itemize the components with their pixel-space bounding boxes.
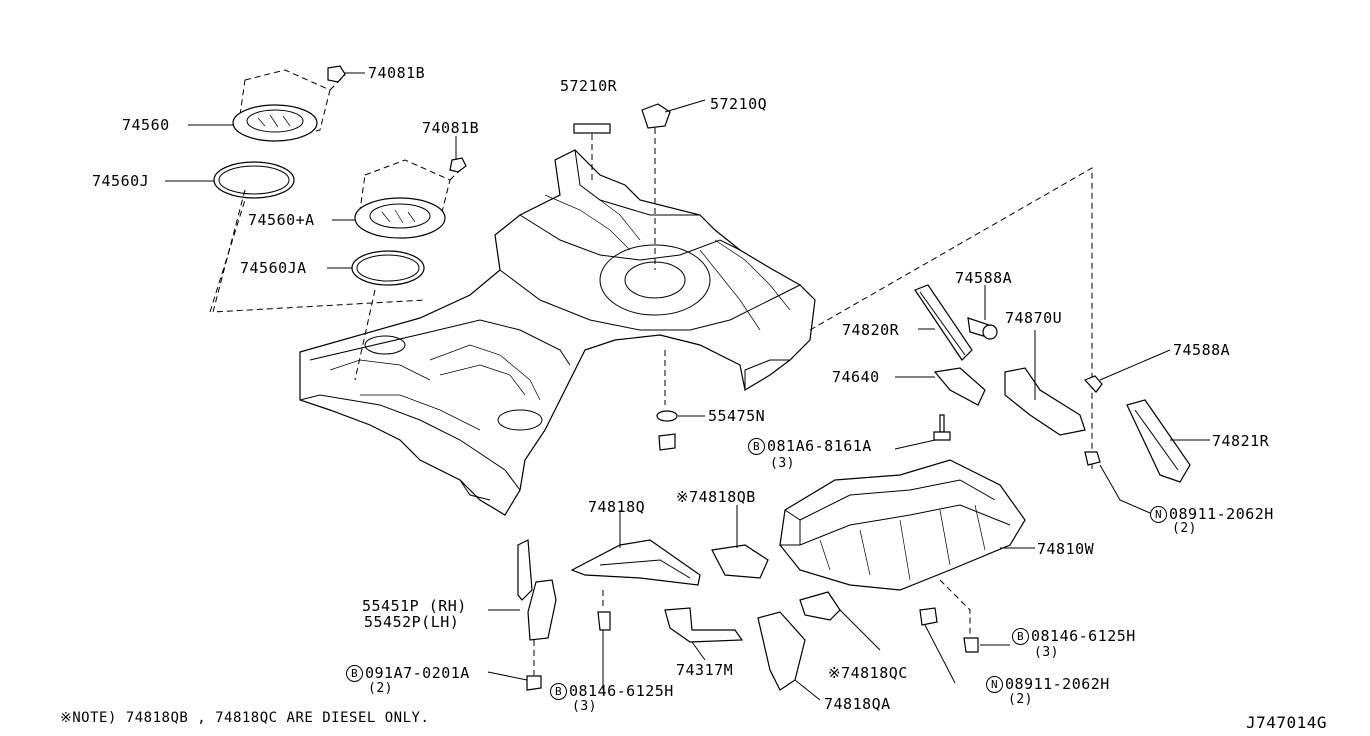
label-08911-right-qty: (2) [1172, 521, 1197, 536]
label-74818qb: ※74818QB [676, 488, 756, 506]
label-091a7-0201a-number: 091A7-0201A [365, 664, 470, 682]
label-08911-2062h-right-number: 08911-2062H [1169, 505, 1274, 523]
leader-lines [165, 72, 1210, 701]
label-74821r: 74821R [1212, 432, 1270, 450]
floor-pan-assembly [299, 149, 816, 516]
bolt-b-symbol: B [346, 665, 363, 682]
label-74870u: 74870U [1005, 309, 1063, 327]
label-74820r: 74820R [842, 321, 900, 339]
bolt-b-symbol: B [550, 683, 567, 700]
label-091a7-qty: (2) [368, 681, 393, 696]
under-cover-74810w [779, 459, 1026, 591]
label-08911-lower-qty: (2) [1008, 692, 1033, 707]
label-55451p: 55451P (RH) [362, 597, 467, 615]
label-74810w: 74810W [1037, 540, 1095, 558]
label-08146-6125h-lower-number: 08146-6125H [569, 682, 674, 700]
bolt-b-symbol: B [1012, 628, 1029, 645]
label-74818qa: 74818QA [824, 695, 891, 713]
label-74588a-right: 74588A [1173, 341, 1231, 359]
label-74560j: 74560J [92, 172, 150, 190]
label-74588a-upper: 74588A [955, 269, 1013, 287]
speaker-assembly-upper [213, 65, 346, 199]
nut-n-symbol: N [1150, 506, 1167, 523]
label-74818q: 74818Q [588, 498, 646, 516]
label-74560: 74560 [122, 116, 170, 134]
label-74818qc: ※74818QC [828, 664, 908, 682]
label-55452p: 55452P(LH) [364, 613, 460, 631]
label-74081b-lower: 74081B [422, 119, 480, 137]
diesel-note: ※NOTE) 74818QB , 74818QC ARE DIESEL ONLY… [60, 710, 430, 726]
nut-n-symbol: N [986, 676, 1003, 693]
speaker-dashed-leaders [209, 74, 461, 381]
label-74560ja: 74560JA [240, 259, 307, 277]
label-57210r: 57210R [560, 77, 618, 95]
speaker-assembly-lower [351, 157, 467, 286]
label-081a6-8161a-number: 081A6-8161A [767, 437, 872, 455]
diagram-id: J747014G [1246, 713, 1328, 732]
label-74560a: 74560+A [248, 211, 315, 229]
label-57210q: 57210Q [710, 95, 768, 113]
label-08146-lower-qty: (3) [572, 699, 597, 714]
label-08911-2062h-lower-number: 08911-2062H [1005, 675, 1110, 693]
spare-tire-parts [573, 103, 678, 451]
label-74081b-upper: 74081B [368, 64, 426, 82]
label-081a6-qty: (3) [770, 456, 795, 471]
label-74640: 74640 [832, 368, 880, 386]
label-08146-6125h-right-number: 08146-6125H [1031, 627, 1136, 645]
label-74317m: 74317M [676, 661, 734, 679]
lower-brackets [517, 539, 979, 691]
label-55475n: 55475N [708, 407, 766, 425]
label-08146-right-qty: (3) [1034, 645, 1059, 660]
bolt-b-symbol: B [748, 438, 765, 455]
right-side-parts [809, 167, 1191, 483]
